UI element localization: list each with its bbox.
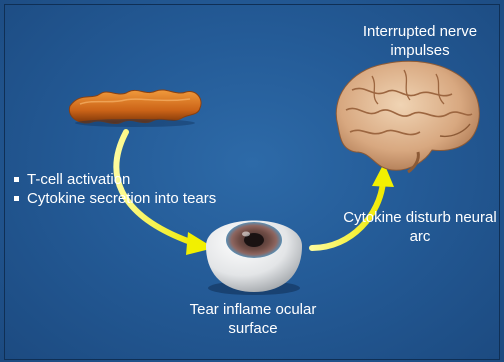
eye-icon	[206, 221, 302, 296]
lacrimal-gland-icon	[69, 90, 201, 127]
brain-label: Interrupted nerve impulses	[340, 22, 500, 60]
bullet-item: Cytokine secretion into tears	[14, 189, 216, 208]
brain-icon	[336, 61, 479, 172]
bullet-list: T-cell activation Cytokine secretion int…	[14, 170, 216, 208]
tear-label: Tear inflame ocular surface	[183, 300, 323, 338]
disturb-label: Cytokine disturb neural arc	[340, 208, 500, 246]
bullet-item: T-cell activation	[14, 170, 216, 189]
